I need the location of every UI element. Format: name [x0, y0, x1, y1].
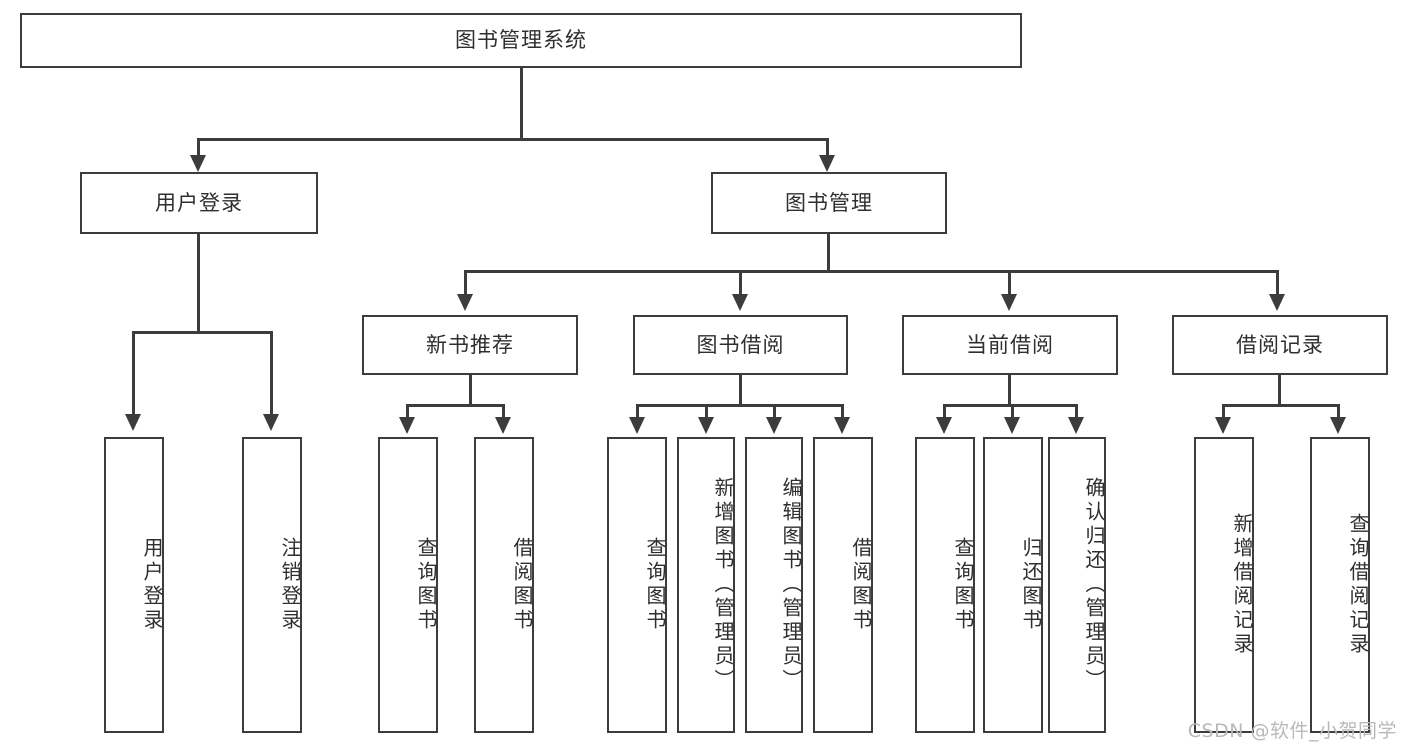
connector-root-bar — [197, 138, 829, 141]
node-label: 新增借阅记录 — [1230, 513, 1254, 657]
arrowhead-leaf-query-book-2 — [629, 417, 645, 434]
connector-bb-1 — [636, 404, 639, 422]
leaf-query-book-borrow[interactable]: 查询图书 — [607, 437, 667, 733]
leaf-query-borrow-record[interactable]: 查询借阅记录 — [1310, 437, 1370, 733]
leaf-borrow-book[interactable]: 借阅图书 — [813, 437, 873, 733]
connector-bb-3 — [773, 404, 776, 422]
connector-new-book-stem — [469, 375, 472, 406]
node-label: 查询借阅记录 — [1346, 513, 1370, 657]
connector-cb-1 — [943, 404, 946, 422]
node-book-management[interactable]: 图书管理 — [711, 172, 947, 234]
node-label: 查询图书 — [951, 537, 975, 633]
connector-current-borrow-bar — [943, 404, 1076, 407]
connector-root-to-book-management — [826, 138, 829, 162]
node-borrow-record[interactable]: 借阅记录 — [1172, 315, 1388, 375]
connector-new-book-right — [502, 404, 505, 422]
connector-user-login-right — [270, 331, 273, 420]
connector-root-stem — [520, 68, 523, 140]
connector-book-borrow-stem — [739, 375, 742, 406]
node-label: 确认归还（管理员） — [1082, 477, 1106, 693]
arrowhead-leaf-logout — [263, 414, 279, 431]
node-label: 图书管理 — [785, 190, 873, 215]
node-user-login[interactable]: 用户登录 — [80, 172, 318, 234]
connector-user-login-stem — [197, 234, 200, 333]
connector-book-management-stem — [827, 234, 830, 272]
node-label: 借阅图书 — [510, 537, 534, 633]
arrowhead-leaf-query-record — [1330, 417, 1346, 434]
arrowhead-leaf-return-book — [1004, 417, 1020, 434]
connector-new-book-bar — [406, 404, 505, 407]
connector-borrow-record-bar — [1222, 404, 1339, 407]
connector-book-management-bar — [464, 270, 1279, 273]
connector-cb-3 — [1075, 404, 1078, 422]
arrowhead-to-user-login — [190, 155, 206, 172]
arrowhead-leaf-confirm-return — [1068, 417, 1084, 434]
node-root-book-management-system[interactable]: 图书管理系统 — [20, 13, 1022, 68]
arrowhead-leaf-edit-book — [766, 417, 782, 434]
leaf-logout[interactable]: 注销登录 — [242, 437, 302, 733]
leaf-add-book-admin[interactable]: 新增图书（管理员） — [677, 437, 735, 733]
leaf-return-book[interactable]: 归还图书 — [983, 437, 1043, 733]
node-new-book-recommend[interactable]: 新书推荐 — [362, 315, 578, 375]
connector-br-1 — [1222, 404, 1225, 422]
leaf-edit-book-admin[interactable]: 编辑图书（管理员） — [745, 437, 803, 733]
connector-current-borrow-stem — [1008, 375, 1011, 406]
connector-new-book-left — [406, 404, 409, 422]
arrowhead-to-book-management — [819, 155, 835, 172]
connector-bm-to-borrow-record — [1276, 270, 1279, 300]
node-label: 查询图书 — [414, 537, 438, 633]
leaf-borrow-book-new[interactable]: 借阅图书 — [474, 437, 534, 733]
connector-bm-to-book-borrow — [739, 270, 742, 300]
arrowhead-leaf-query-book-1 — [399, 417, 415, 434]
node-label: 用户登录 — [140, 537, 164, 633]
connector-borrow-record-stem — [1278, 375, 1281, 406]
node-label: 借阅图书 — [849, 537, 873, 633]
connector-br-2 — [1337, 404, 1340, 422]
connector-bm-to-current-borrow — [1008, 270, 1011, 300]
node-current-borrow[interactable]: 当前借阅 — [902, 315, 1118, 375]
leaf-add-borrow-record[interactable]: 新增借阅记录 — [1194, 437, 1254, 733]
node-label: 注销登录 — [278, 537, 302, 633]
leaf-query-book-new[interactable]: 查询图书 — [378, 437, 438, 733]
connector-user-login-bar — [132, 331, 273, 334]
node-label: 当前借阅 — [966, 332, 1054, 357]
node-label: 查询图书 — [643, 537, 667, 633]
connector-user-login-left — [132, 331, 135, 420]
leaf-query-book-current[interactable]: 查询图书 — [915, 437, 975, 733]
node-label: 编辑图书（管理员） — [779, 477, 803, 693]
connector-cb-2 — [1011, 404, 1014, 422]
arrowhead-to-current-borrow — [1001, 294, 1017, 311]
leaf-confirm-return-admin[interactable]: 确认归还（管理员） — [1048, 437, 1106, 733]
connector-bb-2 — [705, 404, 708, 422]
arrowhead-leaf-add-book — [698, 417, 714, 434]
node-label: 归还图书 — [1019, 537, 1043, 633]
connector-bb-4 — [841, 404, 844, 422]
node-label: 借阅记录 — [1236, 332, 1324, 357]
connector-bm-to-new-book — [464, 270, 467, 300]
node-book-borrow[interactable]: 图书借阅 — [633, 315, 848, 375]
arrowhead-leaf-query-book-3 — [936, 417, 952, 434]
leaf-user-login[interactable]: 用户登录 — [104, 437, 164, 733]
arrowhead-to-new-book — [457, 294, 473, 311]
node-label: 用户登录 — [155, 190, 243, 215]
node-label: 新书推荐 — [426, 332, 514, 357]
node-label: 图书借阅 — [696, 332, 785, 357]
node-label: 图书管理系统 — [455, 28, 587, 52]
connector-book-borrow-bar — [636, 404, 844, 407]
arrowhead-leaf-user-login — [125, 414, 141, 431]
arrowhead-leaf-add-record — [1215, 417, 1231, 434]
arrowhead-to-book-borrow — [732, 294, 748, 311]
node-label: 新增图书（管理员） — [711, 477, 735, 693]
arrowhead-to-borrow-record — [1269, 294, 1285, 311]
arrowhead-leaf-borrow-book-2 — [834, 417, 850, 434]
arrowhead-leaf-borrow-book-1 — [495, 417, 511, 434]
connector-root-to-user-login — [197, 138, 200, 162]
